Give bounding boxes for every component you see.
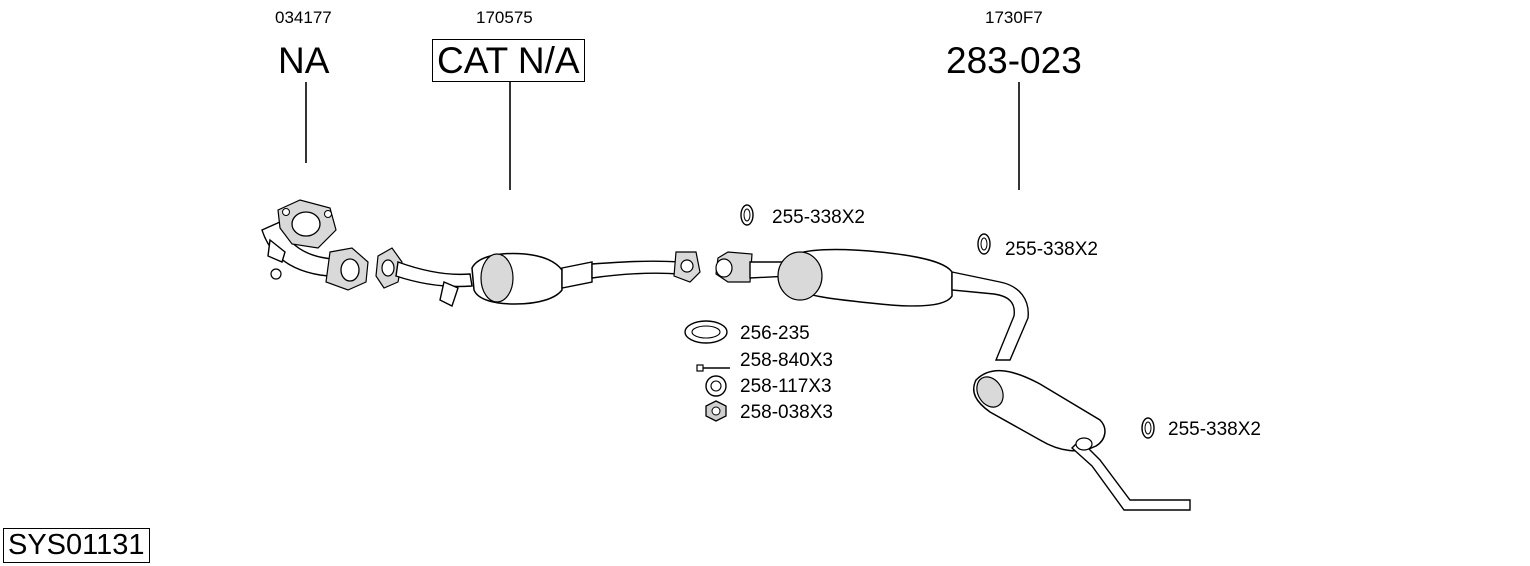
part-label-spring: 258-117X3	[740, 376, 832, 397]
section-ref-3: 1730F7	[985, 8, 1043, 27]
section-code-1: NA	[278, 40, 330, 81]
rubber-ring-icon-1	[740, 204, 754, 226]
part-label-gasket-rear: 255-338X2	[1168, 419, 1261, 440]
section-ref-2: 170575	[476, 8, 533, 27]
catalytic-converter	[375, 247, 701, 307]
section-ref-1: 034177	[275, 8, 332, 27]
part-label-gasket-upper-1: 255-338X2	[772, 207, 865, 228]
spring-washer-icon	[705, 375, 727, 397]
part-label-bolt: 258-840X3	[740, 350, 833, 371]
system-id: SYS01131	[3, 528, 150, 563]
rear-muffler	[972, 369, 1191, 511]
part-label-flange-gasket: 256-235	[740, 323, 810, 344]
nut-icon	[705, 400, 727, 422]
rubber-ring-icon-2	[977, 233, 991, 255]
front-muffler	[715, 248, 1029, 361]
section-code-3: 283-023	[946, 40, 1082, 81]
part-label-gasket-upper-2: 255-338X2	[1005, 239, 1098, 260]
part-label-nut: 258-038X3	[740, 402, 833, 423]
front-downpipe	[261, 199, 369, 291]
rubber-ring-icon-3	[1141, 417, 1155, 439]
bolt-icon	[696, 364, 730, 372]
section-code-2: CAT N/A	[432, 39, 585, 82]
flange-gasket-icon	[684, 320, 728, 344]
